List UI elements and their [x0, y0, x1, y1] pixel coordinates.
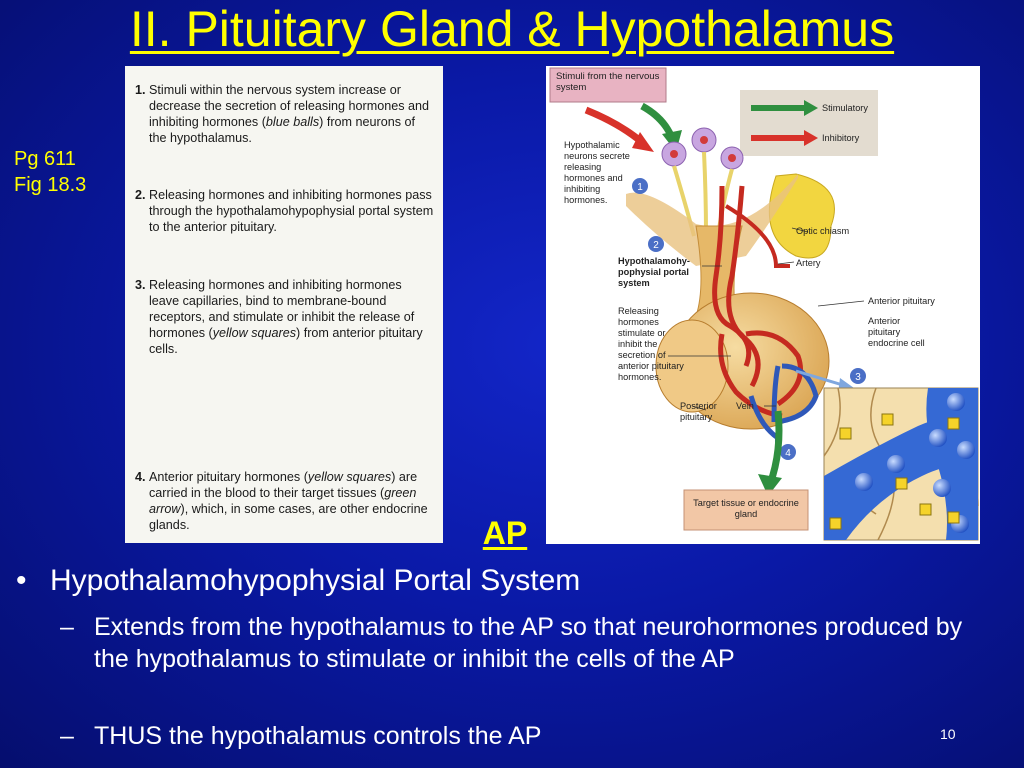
marker-2	[648, 236, 664, 252]
pituitary-illustration: 1 2 3 4	[549, 67, 979, 541]
stimuli-box	[549, 67, 667, 103]
anterior-pituitary-label: Anterior pituitary	[868, 296, 935, 306]
figure-steps-panel: 1. Stimuli within the nervous system inc…	[125, 66, 443, 543]
step-number: 1.	[135, 83, 146, 97]
page-reference: Pg 611 Fig 18.3	[14, 146, 86, 198]
stimuli-box-label: Stimuli from the nervous system	[556, 71, 660, 93]
legend-inhibitory-label: Inhibitory	[822, 133, 860, 143]
slide-title: II. Pituitary Gland & Hypothalamus	[129, 1, 895, 57]
posterior-pituitary-label: Posterior pituitary	[680, 401, 717, 422]
step-number: 3.	[135, 278, 146, 292]
sub-bullet-2: – THUS the hypothalamus controls the AP	[60, 720, 990, 752]
marker-2-text: 2	[653, 240, 659, 251]
step-text: Anterior pituitary hormones (yellow squa…	[149, 470, 428, 532]
marker-3-text: 3	[855, 372, 861, 383]
vein-label: Vein	[736, 401, 754, 411]
dash-icon: –	[60, 722, 74, 750]
step-text: Releasing hormones and inhibiting hormon…	[149, 278, 423, 356]
target-tissue-label: Target tissue or endocrine gland	[693, 498, 799, 519]
step-1: 1. Stimuli within the nervous system inc…	[135, 82, 435, 146]
legend-inhibitory-arrowhead	[804, 130, 818, 146]
hypothalamic-neurons-label: Hypothalamic neurons secrete releasing h…	[564, 140, 630, 205]
magnify-arrow	[795, 369, 847, 388]
hypothalamus	[626, 174, 798, 266]
leader-lines	[668, 227, 865, 411]
bullet-main-text: Hypothalamohypophysial Portal System	[50, 564, 581, 597]
ap-label: AP	[482, 515, 528, 551]
optic-chiasm	[768, 173, 835, 259]
inhibitory-arrow	[584, 106, 647, 147]
artery-label: Artery	[796, 258, 821, 268]
step-text: Releasing hormones and inhibiting hormon…	[149, 188, 434, 234]
step-4: 4. Anterior pituitary hormones (yellow s…	[135, 469, 435, 533]
portal-vessels	[712, 185, 819, 441]
step-number: 2.	[135, 188, 146, 202]
step-2: 2. Releasing hormones and inhibiting hor…	[135, 187, 435, 235]
marker-4-text: 4	[785, 448, 791, 459]
slide-number: 10	[940, 726, 956, 742]
endocrine-cell-label: Anterior pituitary endocrine cell	[868, 316, 925, 348]
sub-bullet-1-text: Extends from the hypothalamus to the AP …	[94, 613, 963, 673]
step-3: 3. Releasing hormones and inhibiting hor…	[135, 277, 435, 357]
page-ref-line1: Pg 611	[14, 148, 76, 170]
legend-stimulatory-arrowhead	[804, 100, 818, 116]
sub-bullet-1: – Extends from the hypothalamus to the A…	[60, 611, 990, 675]
target-tissue-box	[683, 489, 809, 531]
legend-box	[740, 90, 878, 156]
sub-bullet-2-text: THUS the hypothalamus controls the AP	[94, 722, 542, 750]
portal-system-label: Hypothalamohy-pophysial portal system	[618, 256, 690, 288]
artery	[724, 204, 790, 268]
page-ref-line2: Fig 18.3	[14, 174, 87, 196]
bullet-dot-icon: •	[16, 564, 27, 597]
bullet-main: • Hypothalamohypophysial Portal System	[16, 562, 580, 600]
marker-3	[850, 368, 866, 384]
marker-1-text: 1	[637, 182, 643, 193]
pituitary-figure: 1 2 3 4	[546, 66, 980, 544]
step-number: 4.	[135, 470, 146, 484]
magnified-inset	[823, 387, 979, 541]
dash-icon: –	[60, 613, 74, 641]
optic-chiasm-label: Optic chiasm	[796, 226, 850, 236]
posterior-pituitary	[655, 319, 729, 413]
target-arrowhead	[758, 474, 782, 496]
step-text: Stimuli within the nervous system increa…	[149, 83, 430, 145]
releasing-hormones-label: Releasing hormones stimulate or inhibit …	[618, 306, 684, 382]
marker-4	[780, 444, 796, 460]
legend-stimulatory-label: Stimulatory	[822, 103, 868, 113]
inhibitory-arrowhead	[632, 132, 654, 152]
marker-1	[632, 178, 648, 194]
